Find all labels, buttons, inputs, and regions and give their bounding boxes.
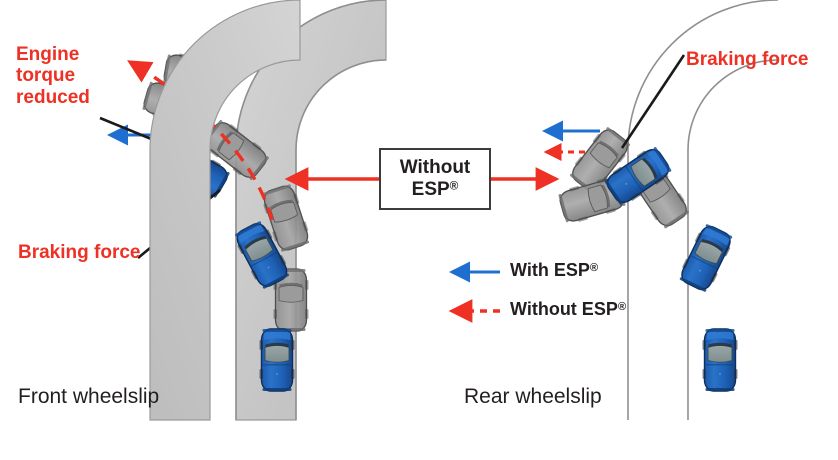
blue-car-right-2 [675, 221, 737, 295]
legend-item-with-esp: With ESP® [510, 260, 598, 281]
without-esp-line1: Without [399, 156, 471, 178]
legend-label-with-esp: With ESP® [510, 260, 599, 280]
annotation-engine-torque-reduced: Engine torque reduced [16, 44, 90, 108]
caption-rear-wheelslip: Rear wheelslip [464, 385, 602, 408]
registered-mark-icon: ® [449, 179, 459, 193]
blue-car-left-1 [258, 328, 296, 392]
blue-car-right-1 [701, 328, 739, 392]
road-edge-inner-right [687, 59, 779, 420]
caption-front-wheelslip: Front wheelslip [18, 385, 160, 408]
road-surface-right [149, 0, 301, 421]
annotation-braking-force-right: Braking force [686, 49, 809, 70]
registered-mark-icon: ® [589, 261, 599, 274]
scene-rear-wheelslip [149, 0, 779, 421]
trajectory-without-esp-left [127, 60, 274, 221]
without-esp-line2: ESP® [411, 179, 459, 200]
legend-label-without-esp: Without ESP® [510, 299, 627, 319]
annotation-braking-force-left: Braking force [18, 242, 141, 263]
without-esp-callout-box: Without ESP® [379, 148, 491, 210]
leader-braking-force-right [620, 54, 686, 149]
registered-mark-icon: ® [617, 300, 627, 313]
road-edge-inner-left [295, 59, 387, 420]
road-edge-outer-right [627, 0, 779, 420]
legend-item-without-esp: Without ESP® [510, 299, 626, 320]
